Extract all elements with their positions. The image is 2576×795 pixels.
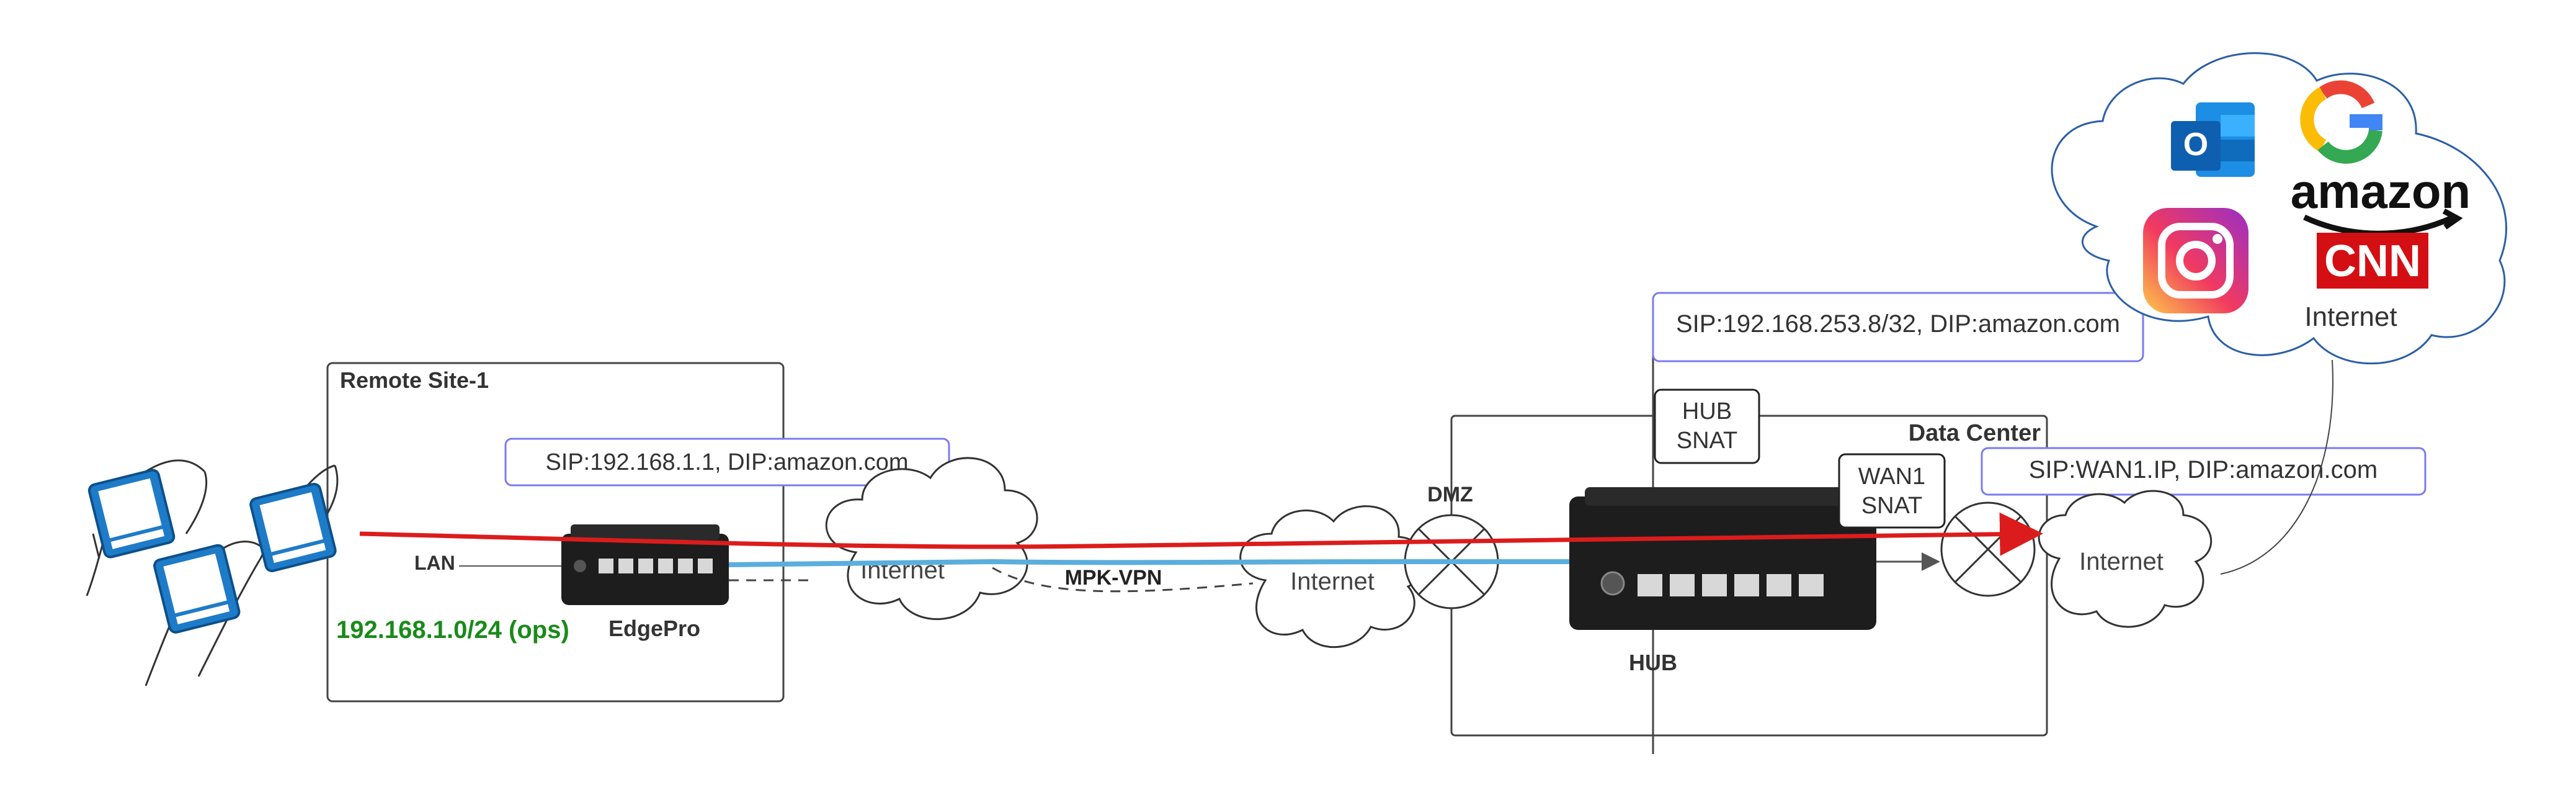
wan1-sip-label: SIP:WAN1.IP, DIP:amazon.com	[2029, 456, 2378, 483]
cloud-connector-line	[2220, 359, 2333, 575]
hub-sip-label: SIP:192.168.253.8/32, DIP:amazon.com	[1676, 310, 2120, 338]
wan1-sip-label-box	[1981, 447, 2427, 496]
tablet-icon-2	[249, 483, 337, 573]
hub-device	[1569, 487, 1876, 630]
cnn-logo: CNN	[2317, 233, 2428, 289]
remote-sip-label: SIP:192.168.1.1, DIP:amazon.com	[545, 449, 908, 475]
wan1-snat-box	[1838, 453, 1946, 529]
google-logo	[2300, 80, 2382, 164]
hub-snat-label-line1: HUB	[1682, 398, 1732, 424]
svg-text:O: O	[2183, 127, 2208, 163]
tablet-icon-1	[87, 469, 176, 559]
svg-text:amazon: amazon	[2291, 164, 2471, 218]
svg-text:CNN: CNN	[2324, 236, 2421, 286]
wan-router-icon	[1940, 501, 2036, 597]
remote-site-title: Remote Site-1	[340, 367, 489, 393]
edgepro-device	[561, 524, 729, 605]
wan1-snat-label-line2: SNAT	[1861, 493, 1923, 519]
vpn-tunnel-link	[728, 559, 1569, 567]
vpn-dashed-link	[729, 567, 1254, 593]
outlook-logo: O	[2171, 102, 2255, 177]
vpn-label: MPK-VPN	[1065, 566, 1162, 590]
internet-cloud-3	[2038, 490, 2213, 628]
internet-services-label: Internet	[2304, 302, 2397, 332]
tablet-icon-3	[153, 544, 241, 634]
instagram-logo	[2143, 208, 2248, 313]
internet-cloud-1	[825, 457, 1038, 621]
hub-snat-box	[1654, 389, 1760, 464]
dmz-label: DMZ	[1427, 483, 1473, 506]
edgepro-label: EdgePro	[608, 616, 700, 641]
internet-cloud-2-label: Internet	[1290, 568, 1375, 595]
data-center-title: Data Center	[1909, 420, 2041, 446]
lan-label: LAN	[414, 552, 455, 574]
internet-cloud-3-label: Internet	[2079, 548, 2164, 575]
traffic-flow-arrow	[359, 512, 2043, 556]
hub-label: HUB	[1629, 650, 1677, 675]
wan1-snat-label-line1: WAN1	[1858, 464, 1925, 490]
hub-sip-label-box	[1652, 292, 2144, 362]
amazon-logo: amazon	[2291, 164, 2471, 236]
hub-snat-label-line2: SNAT	[1677, 428, 1738, 454]
subnet-label: 192.168.1.0/24 (ops)	[336, 616, 569, 644]
